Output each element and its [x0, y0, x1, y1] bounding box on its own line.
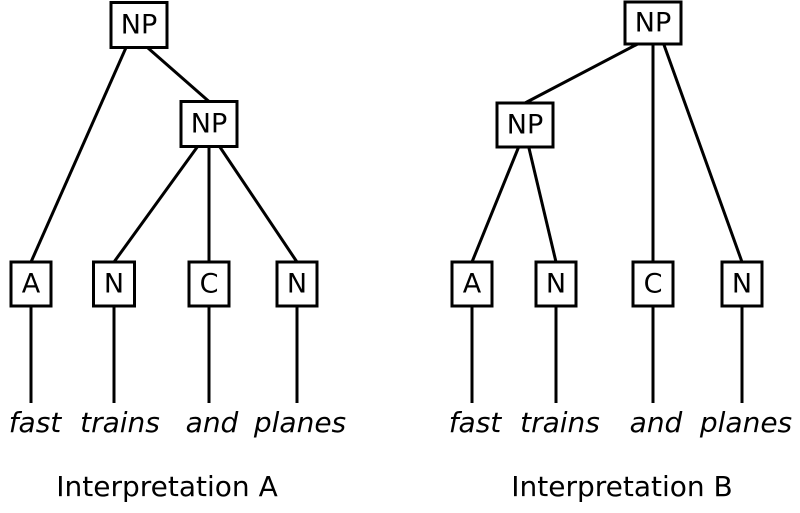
terminal-word: trains: [520, 406, 600, 439]
tree-edge: [112, 145, 199, 263]
tree-edge: [662, 43, 744, 263]
tree-node-box-n: [534, 260, 578, 308]
terminal-word: and: [186, 406, 239, 439]
terminal-word: fast: [9, 406, 63, 439]
tree-node-label: NP: [121, 10, 157, 41]
tree-edge: [218, 145, 299, 263]
terminal-word: planes: [253, 406, 346, 439]
tree-node-box-n: [720, 260, 764, 308]
tree-node-label: NP: [507, 110, 543, 141]
tree-node-box-a: [9, 260, 53, 308]
tree-edge: [470, 146, 521, 263]
tree-node-box-a: [450, 260, 494, 308]
terminal-word: fast: [449, 406, 503, 439]
tree-node-label: A: [22, 269, 41, 300]
terminal-word: planes: [699, 406, 792, 439]
tree-edge: [146, 46, 210, 103]
tree-node-box-n: [92, 260, 136, 308]
tree-node-box-n: [275, 260, 319, 308]
tree-node-label: NP: [191, 109, 227, 140]
tree-edge: [527, 146, 558, 263]
tree-node-box-np: [623, 0, 683, 46]
tree-node-box-np: [495, 101, 555, 149]
terminal-word: and: [630, 406, 683, 439]
tree-node-box-np: [179, 100, 239, 148]
caption-interpretation-a: Interpretation A: [56, 470, 278, 503]
tree-node-label: C: [644, 269, 663, 300]
tree-node-box-np: [109, 1, 169, 49]
tree-node-label: A: [463, 269, 482, 300]
tree-node-label: C: [200, 269, 219, 300]
tree-node-label: N: [546, 269, 566, 300]
tree-node-label: N: [287, 269, 307, 300]
tree-node-label: N: [732, 269, 752, 300]
tree-node-label: NP: [635, 8, 671, 39]
tree-edge: [524, 42, 639, 105]
tree-node-box-c: [631, 260, 675, 308]
terminal-word: trains: [80, 406, 160, 439]
tree-node-box-c: [187, 260, 231, 308]
caption-interpretation-b: Interpretation B: [511, 470, 733, 503]
tree-edge: [29, 46, 128, 263]
tree-node-label: N: [104, 269, 124, 300]
